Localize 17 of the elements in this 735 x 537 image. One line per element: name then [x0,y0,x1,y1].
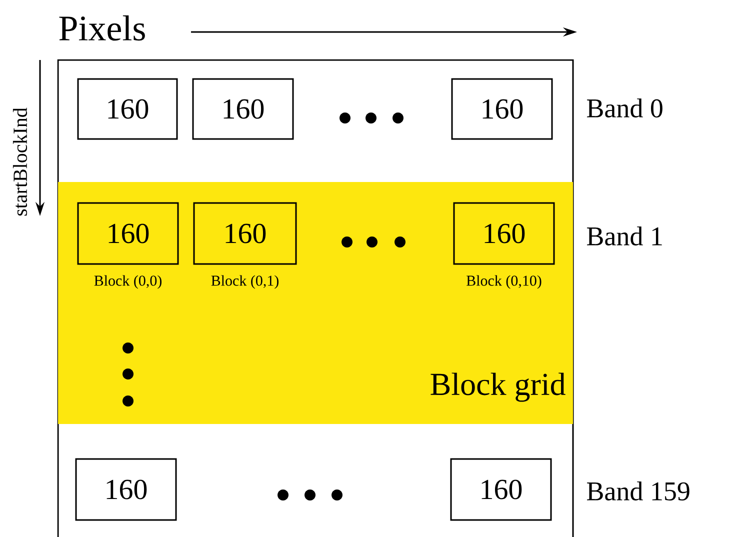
axis-label: Pixels [59,15,145,41]
block-box: 160 [77,78,178,140]
block-label: Block (0,1) [211,275,278,289]
block-box: 160 [77,202,179,265]
band-label: Band 159 [587,481,690,500]
band-label: Band 0 [587,98,662,118]
block-box: 160 [453,202,555,265]
block-box: 160 [192,78,294,140]
block-box: 160 [75,458,177,521]
block-box: 160 [451,78,553,140]
band-label: Band 1 [587,226,662,246]
block-label: Block (0,0) [94,275,162,289]
grid-frame [57,59,574,537]
axis-label: startBlockInd [12,108,28,216]
block-box: 160 [193,202,297,265]
block-label: Block (0,10) [466,275,542,289]
block-box: 160 [450,458,552,521]
